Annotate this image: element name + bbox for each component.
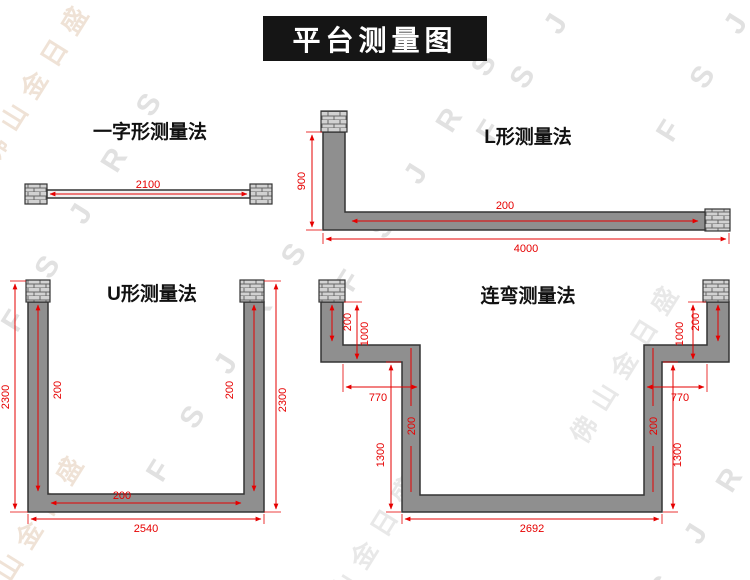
dim-l-height: 900 (296, 172, 308, 190)
wall-brick (318, 279, 346, 303)
dim-l-thickness: 200 (496, 200, 514, 212)
dim-u-left-height: 2300 (0, 385, 12, 409)
diagram-straight: 一字形测量法 2100 (24, 120, 273, 205)
platform-shape (320, 301, 730, 513)
dim-bend-left-inner-thickness: 200 (406, 417, 418, 435)
dim-bend-bottom-length: 2692 (520, 523, 544, 535)
diagram-u-label: U形测量法 (107, 282, 197, 305)
page-title: 平台测量图 (263, 16, 487, 61)
wall-brick (24, 183, 48, 205)
dim-bend-left-inner-height: 1300 (375, 443, 387, 467)
diagram-bend: 连弯测量法 200 1000 770 200 1300 (318, 279, 730, 535)
page-title-text: 平台测量图 (292, 24, 458, 56)
dim-u-right-thickness: 200 (224, 381, 236, 399)
dim-bend-left-thickness: 200 (342, 313, 354, 331)
dim-bend-left-step: 770 (369, 392, 387, 404)
diagram-bend-label: 连弯测量法 (480, 284, 575, 307)
wall-brick (320, 110, 348, 133)
diagram-l-label: L形测量法 (484, 125, 572, 148)
diagram-straight-label: 一字形测量法 (93, 120, 207, 143)
dim-bend-right-height: 1000 (674, 322, 686, 346)
dim-u-right-height: 2300 (277, 388, 289, 412)
diagram-l-shape: L形测量法 900 200 4000 (296, 110, 731, 255)
wall-brick (702, 279, 730, 303)
diagram-u-shape: U形测量法 2300 200 200 2300 200 (0, 279, 289, 535)
dim-u-left-thickness: 200 (52, 381, 64, 399)
dim-bend-right-step: 770 (671, 392, 689, 404)
dim-bend-left-height: 1000 (359, 322, 371, 346)
dim-bend-right-inner-height: 1300 (672, 443, 684, 467)
dim-bend-right-thickness: 200 (690, 313, 702, 331)
wall-brick (704, 208, 731, 232)
dim-u-bottom-thickness: 200 (113, 490, 131, 502)
dim-straight-length: 2100 (136, 179, 160, 191)
dim-bend-right-inner-thickness: 200 (648, 417, 660, 435)
wall-brick (249, 183, 273, 205)
dim-l-length: 4000 (514, 243, 538, 255)
wall-brick (25, 279, 51, 303)
platform-shape (27, 301, 265, 513)
wall-brick (239, 279, 265, 303)
dim-u-bottom-length: 2540 (134, 523, 158, 535)
